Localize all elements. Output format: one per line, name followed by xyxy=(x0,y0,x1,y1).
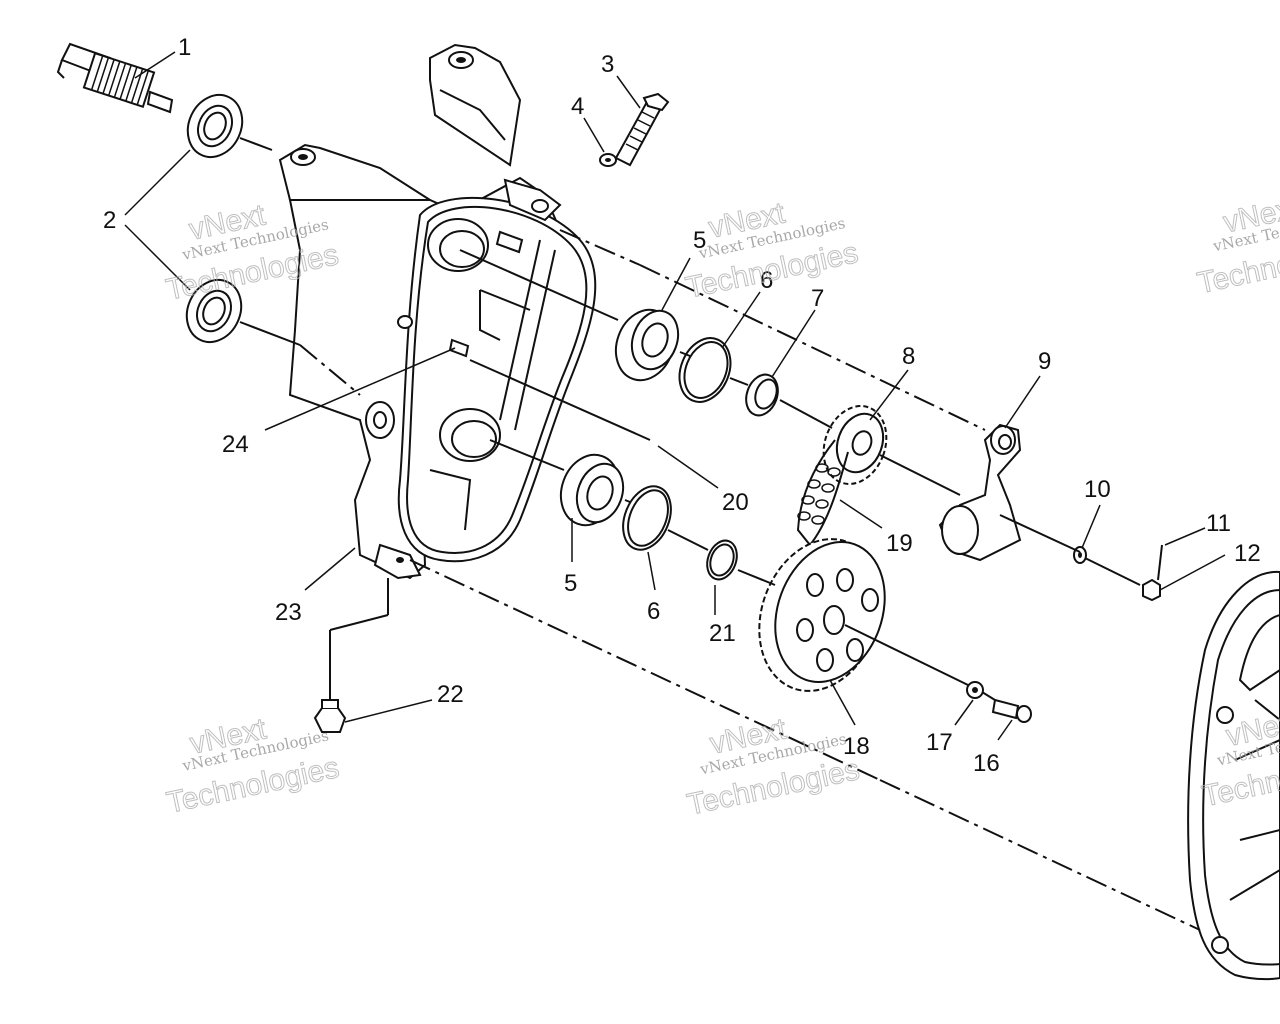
drive-chain xyxy=(796,439,849,547)
washer xyxy=(599,153,617,167)
callout-5-lower: 5 xyxy=(564,570,577,597)
tensioner-arm xyxy=(938,423,1022,562)
callout-12: 12 xyxy=(1234,540,1261,567)
upper-sprocket xyxy=(822,405,888,485)
callout-22: 22 xyxy=(437,681,464,708)
callout-9: 9 xyxy=(1038,348,1051,375)
callout-19: 19 xyxy=(886,530,913,557)
lower-bearing xyxy=(559,453,625,527)
callout-23: 23 xyxy=(275,599,302,626)
watermark-top-center: vNext vNext Technologies Technologies xyxy=(682,196,861,305)
chaincase-housing xyxy=(278,43,597,580)
sprocket-bolt xyxy=(991,698,1032,723)
upper-snap-ring xyxy=(678,337,732,403)
arm-nut xyxy=(1142,578,1161,602)
callout-16: 16 xyxy=(973,750,1000,777)
watermark-bottom-center: vNext vNext Technologies Technologies xyxy=(684,712,863,822)
lower-seal xyxy=(185,278,243,344)
callout-21: 21 xyxy=(709,620,736,647)
lower-sprocket xyxy=(758,538,886,692)
callout-5-upper: 5 xyxy=(693,227,706,254)
callout-1: 1 xyxy=(178,34,191,61)
callout-10: 10 xyxy=(1084,476,1111,503)
upper-bearing xyxy=(614,308,680,382)
callout-4: 4 xyxy=(571,93,584,120)
callout-20: 20 xyxy=(722,489,749,516)
callout-labels: 1 2 3 4 5 5 6 6 7 8 9 10 11 12 16 17 18 … xyxy=(103,34,1261,777)
callout-24: 24 xyxy=(222,431,249,458)
callout-7: 7 xyxy=(811,285,824,312)
spacer xyxy=(745,373,779,417)
chaincase-cover xyxy=(1187,570,1280,981)
sprocket-washer xyxy=(966,681,984,699)
dowel-pin xyxy=(448,230,524,358)
assembly-axis-lines xyxy=(239,137,1201,931)
callout-17: 17 xyxy=(926,729,953,756)
watermark-bottom-left: vNext vNext Technologies Technologies xyxy=(163,712,342,820)
callout-11: 11 xyxy=(1206,510,1231,537)
thrust-washer xyxy=(706,539,738,581)
callout-8: 8 xyxy=(902,343,915,370)
callout-6-upper: 6 xyxy=(760,267,773,294)
input-shaft xyxy=(56,42,174,114)
drain-plug xyxy=(313,699,347,733)
watermark-top-right: vNext vNext Technologies Technologies xyxy=(1194,191,1280,301)
callout-18: 18 xyxy=(843,733,870,760)
callout-leaders xyxy=(124,51,1226,741)
bolt xyxy=(614,92,670,167)
callout-3: 3 xyxy=(601,51,614,78)
callout-6-lower: 6 xyxy=(647,598,660,625)
upper-seal xyxy=(186,93,244,159)
callout-2: 2 xyxy=(103,207,116,234)
lower-snap-ring xyxy=(622,485,672,551)
